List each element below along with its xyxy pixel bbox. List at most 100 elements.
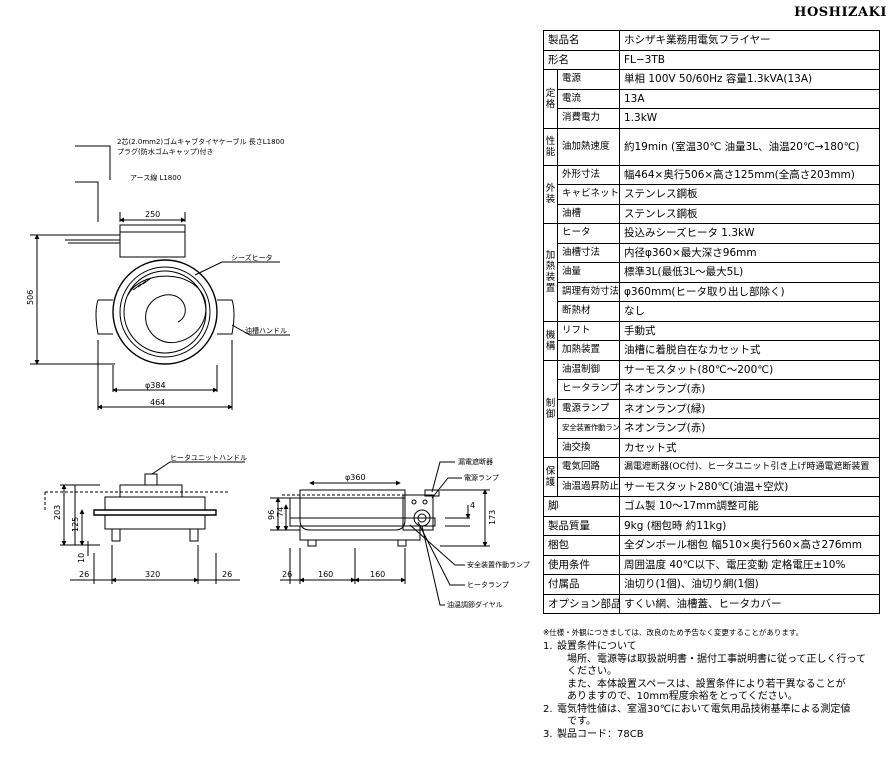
dim-173: 173 xyxy=(488,510,497,525)
dim-160-right: 160 xyxy=(370,570,385,579)
dim-4: 4 xyxy=(470,501,475,510)
spec-change-note: ※仕様・外観につきましては、改良のため予告なく変更することがあります。 xyxy=(543,628,804,637)
safety-lamp-value: ネオンランプ(赤) xyxy=(619,418,880,439)
dial-label: 油温調節ダイヤル xyxy=(447,600,503,609)
plug-label: プラグ(防水ゴムキャップ)付き xyxy=(117,147,213,156)
conditions-label: 使用条件 xyxy=(543,554,620,575)
exterior-category: 外装 xyxy=(543,164,558,224)
oil-temp-label: 油温制御 xyxy=(557,359,620,380)
note-number: 2. xyxy=(543,703,553,715)
heater-lamp-value: ネオンランプ(赤) xyxy=(619,379,880,400)
heater-label: ヒータ xyxy=(557,223,620,244)
table-row: 形名 FL−3TB xyxy=(543,49,880,70)
dim-250: 250 xyxy=(145,210,160,219)
performance-category: 性能 xyxy=(543,127,558,166)
notes-list: 1. 設置条件について 場所、電源等は取扱説明書・据付工事説明書に従って正しく行… xyxy=(543,641,866,741)
table-row: オプション部品 すくい網、油槽蓋、ヒータカバー xyxy=(543,593,880,614)
table-row: 制御 油温制御 サーモスタット(80℃〜200℃) xyxy=(543,359,880,458)
dimensions-label: 外形寸法 xyxy=(557,164,620,185)
spec-table: 製品名 ホシザキ業務用電気フライヤー 形名 FL−3TB 定格 電源 単相 10… xyxy=(543,30,880,614)
table-row: 梱包 全ダンボール梱包 幅510×奥行560×高さ276mm xyxy=(543,535,880,556)
note-number: 1. xyxy=(543,641,553,652)
tank-dim-value: 内径φ360×最大深さ96mm xyxy=(619,242,880,263)
dim-26-right: 26 xyxy=(222,570,232,579)
front-view xyxy=(44,461,245,584)
note-text: 製品コード：78CB xyxy=(557,728,644,740)
dim-96: 96 xyxy=(267,510,276,520)
dim-10: 10 xyxy=(77,553,86,563)
insulation-label: 断熱材 xyxy=(557,301,620,322)
heating-device-label: 加熱装置 xyxy=(557,340,620,361)
heating-device-value: 油槽に着脱自在なカセット式 xyxy=(619,340,880,361)
dim-26-left: 26 xyxy=(79,570,89,579)
side-view xyxy=(270,461,490,606)
table-row: ヒータランプ ネオンランプ(赤) xyxy=(544,379,880,400)
table-row: 製品質量 9kg (梱包時 約11kg) xyxy=(543,515,880,536)
heater-lamp-label: ヒータランプ xyxy=(557,379,620,400)
product-name-value: ホシザキ業務用電気フライヤー xyxy=(619,30,880,51)
heating-speed-label: 油加熱速度 xyxy=(557,127,620,166)
consumption-value: 1.3kW xyxy=(619,108,880,129)
accessories-label: 付属品 xyxy=(543,574,620,595)
product-name-label: 製品名 xyxy=(543,30,620,51)
options-label: オプション部品 xyxy=(543,593,620,614)
dim-74: 74 xyxy=(276,507,285,517)
breaker-label: 漏電遮断器 xyxy=(458,457,493,466)
dim-125: 125 xyxy=(71,517,80,532)
technical-drawings: 2芯(2.0mm2)ゴムキャブタイヤケーブル 長さL1800 プラグ(防水ゴムキ… xyxy=(26,137,530,609)
power-source-label: 電源 xyxy=(557,69,620,90)
current-value: 13A xyxy=(619,88,880,109)
note-number: 3. xyxy=(543,728,553,740)
current-label: 電流 xyxy=(557,88,620,109)
note-item: 2. 電気特性値は、室温30℃において電気用品技術基準による測定値 です。 xyxy=(543,704,866,729)
power-lamp-label: 電源ランプ xyxy=(557,398,620,419)
table-row: 油量 標準3L(最低3L〜最大5L) xyxy=(544,262,880,283)
model-value: FL−3TB xyxy=(619,49,880,70)
heater-lamp-label: ヒータランプ xyxy=(467,580,509,589)
note-item: 3. 製品コード：78CB xyxy=(543,729,866,742)
table-row: 加熱装置 ヒータ 投込みシーズヒータ 1.3kW xyxy=(543,223,880,322)
weight-value: 9kg (梱包時 約11kg) xyxy=(619,515,880,536)
lift-label: リフト xyxy=(557,320,620,341)
dim-506: 506 xyxy=(26,290,35,305)
accessories-value: 油切り(1個)、油切り網(1個) xyxy=(619,574,880,595)
table-row: 調理有効寸法 φ360mm(ヒータ取り出し部除く) xyxy=(544,281,880,302)
overheat-label: 油温過昇防止 xyxy=(557,476,620,497)
effective-label: 調理有効寸法 xyxy=(557,281,620,302)
oil-change-label: 油交換 xyxy=(557,437,620,458)
heater-label: シーズヒータ xyxy=(231,253,273,262)
table-row: 機構 リフト 手動式 xyxy=(543,320,880,361)
oil-tank-label: 油槽 xyxy=(557,203,620,224)
note-item: 1. 設置条件について 場所、電源等は取扱説明書・据付工事説明書に従って正しく行… xyxy=(543,641,866,704)
consumption-label: 消費電力 xyxy=(557,108,620,129)
control-category: 制御 xyxy=(543,359,558,458)
table-row: 外装 外形寸法 幅464×奥行506×高さ125mm(全高さ203mm) xyxy=(543,164,880,224)
dim-320: 320 xyxy=(145,570,160,579)
dim-203: 203 xyxy=(53,505,62,520)
table-row: 脚 ゴム製 10〜17mm調整可能 xyxy=(543,496,880,517)
lift-value: 手動式 xyxy=(619,320,880,341)
cabinet-value: ステンレス鋼板 xyxy=(619,184,880,205)
power-lamp-label: 電源ランプ xyxy=(464,473,499,482)
table-row: 油温過昇防止 サーモスタット280℃(油温+空炊) xyxy=(544,476,880,497)
table-row: 油槽寸法 内径φ360×最大深さ96mm xyxy=(544,242,880,263)
table-row: 加熱装置 油槽に着脱自在なカセット式 xyxy=(544,340,880,361)
power-lamp-value: ネオンランプ(緑) xyxy=(619,398,880,419)
cabinet-label: キャビネット xyxy=(557,184,620,205)
note-text: 電気特性値は、室温30℃において電気用品技術基準による測定値 です。 xyxy=(557,703,851,728)
circuit-label: 電気回路 xyxy=(557,457,620,478)
overheat-value: サーモスタット280℃(油温+空炊) xyxy=(619,476,880,497)
table-row: キャビネット ステンレス鋼板 xyxy=(544,184,880,205)
table-row: 定格 電源 単相 100V 50/60Hz 容量1.3kVA(13A) xyxy=(543,69,880,129)
oil-change-value: カセット式 xyxy=(619,437,880,458)
legs-label: 脚 xyxy=(543,496,620,517)
packing-value: 全ダンボール梱包 幅510×奥行560×高さ276mm xyxy=(619,535,880,556)
mechanism-category: 機構 xyxy=(543,320,558,361)
tank-handle-label: 油槽ハンドル xyxy=(245,326,287,335)
note-text: 設置条件について 場所、電源等は取扱説明書・据付工事説明書に従って正しく行って … xyxy=(557,641,866,702)
dimensions-value: 幅464×奥行506×高さ125mm(全高さ203mm) xyxy=(619,164,880,185)
weight-label: 製品質量 xyxy=(543,515,620,536)
table-row: 油交換 カセット式 xyxy=(544,437,880,458)
dim-26-side: 26 xyxy=(282,570,292,579)
conditions-value: 周囲温度 40℃以下、電圧変動 定格電圧±10% xyxy=(619,554,880,575)
